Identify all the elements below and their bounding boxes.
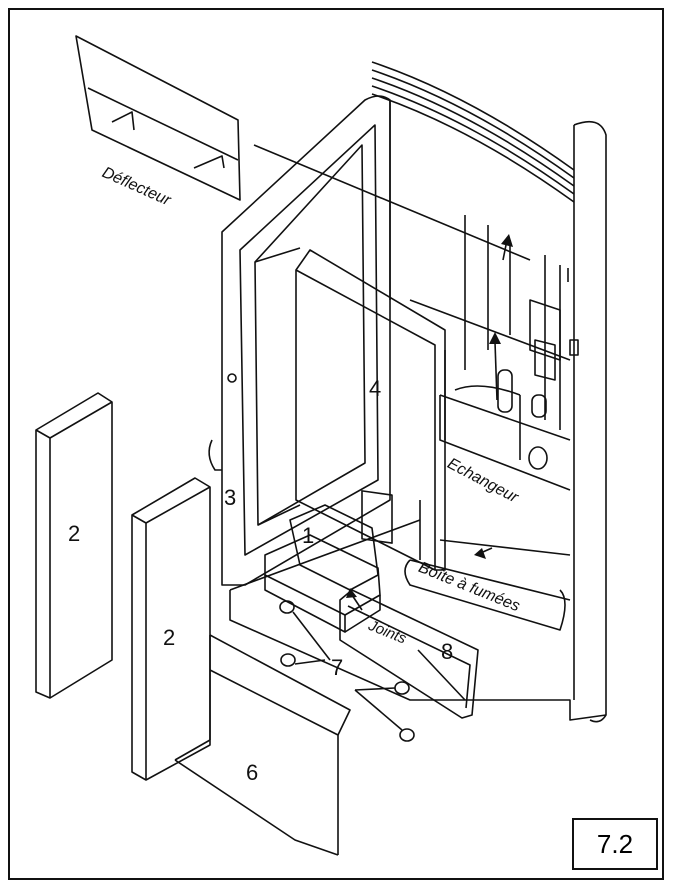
figure-number: 7.2: [596, 828, 634, 859]
deflector-part: [75, 35, 531, 261]
figure-number-box: 7.2: [572, 818, 658, 870]
smoke-box-cover-part-8: [339, 589, 479, 719]
brick-left-part-2: [35, 392, 113, 699]
grate-part-1: [264, 504, 381, 633]
part-number-7: 7: [331, 655, 344, 680]
exchanger-parts: [497, 299, 579, 470]
stove-top-vents: [371, 61, 575, 203]
part-number-2-right: 2: [163, 625, 176, 650]
part-number-3: 3: [224, 485, 237, 510]
part-number-2-left: 2: [68, 521, 81, 546]
part-number-4: 4: [369, 376, 382, 401]
arrow-joints-icon: [346, 588, 357, 598]
part-number-6: 6: [246, 760, 259, 785]
stove-body: [229, 100, 607, 723]
screws-part-7: [279, 600, 415, 742]
panel-part-4: [295, 249, 446, 571]
part-number-8: 8: [441, 639, 454, 664]
arrow-echangeur-icon: [489, 332, 501, 344]
ash-drawer-part-6: [174, 634, 351, 856]
brick-right-part-2: [131, 477, 211, 781]
arrow-boite-icon: [474, 548, 486, 559]
arrow-deflector-icon: [501, 234, 513, 247]
part-number-1: 1: [302, 523, 315, 548]
door-part-3: [208, 95, 391, 586]
